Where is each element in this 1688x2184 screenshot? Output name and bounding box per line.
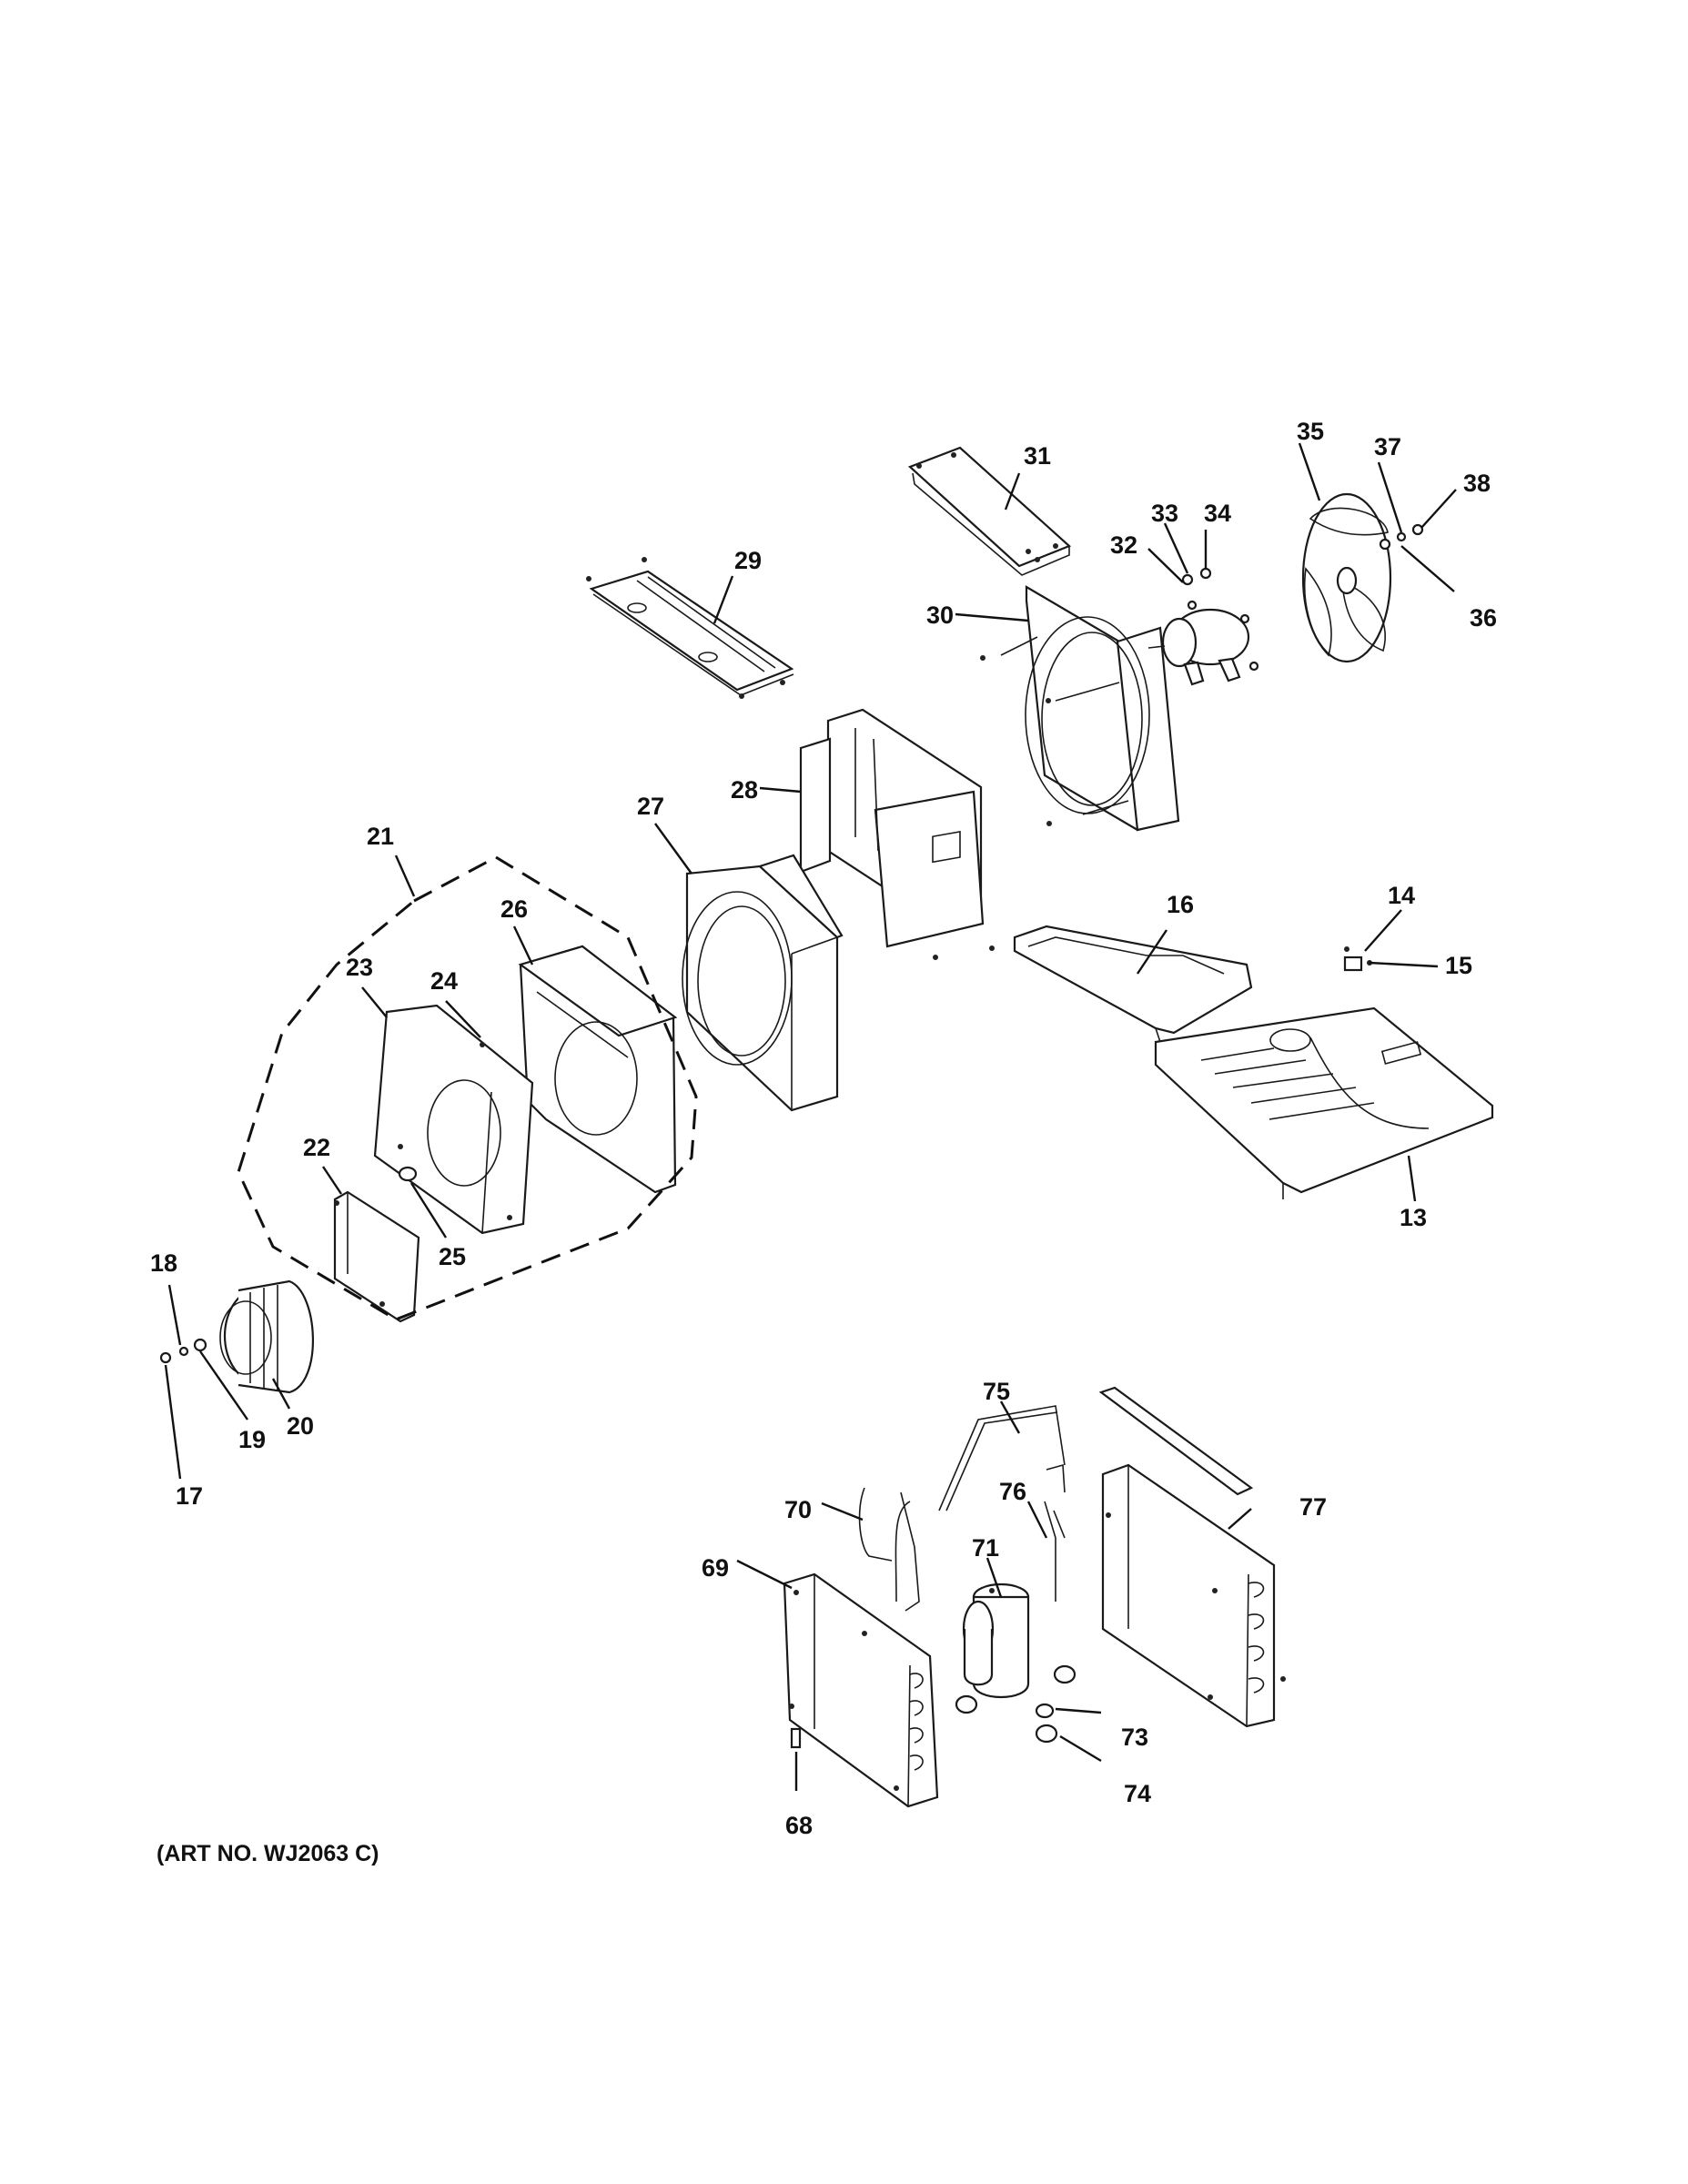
part-30-fan-shroud <box>980 585 1180 832</box>
callout-74: 74 <box>1124 1780 1151 1807</box>
callout-labels: 13 14 15 16 17 18 19 20 21 22 23 24 25 2… <box>150 418 1497 1839</box>
callout-38: 38 <box>1463 470 1491 497</box>
part-22-bracket <box>333 1190 420 1323</box>
callout-17: 17 <box>176 1482 203 1510</box>
part-23-blower-housing <box>373 1004 534 1235</box>
part-17-18-19-hardware <box>159 1338 207 1364</box>
callout-25: 25 <box>439 1243 466 1270</box>
callout-37: 37 <box>1374 433 1401 460</box>
leader-lines <box>164 442 1457 1791</box>
part-26-scroll-housing <box>518 945 678 1194</box>
callout-33: 33 <box>1151 500 1178 527</box>
callout-30: 30 <box>926 602 954 629</box>
part-21-assembly-outline <box>237 855 698 1321</box>
part-35-fan-blade <box>1301 492 1392 663</box>
part-69-condenser-coil <box>783 1572 939 1808</box>
part-13-base-pan <box>1154 1006 1494 1199</box>
callout-13: 13 <box>1400 1204 1427 1231</box>
callout-19: 19 <box>238 1426 266 1453</box>
callout-26: 26 <box>500 895 528 923</box>
callout-68: 68 <box>785 1812 813 1839</box>
part-77-evaporator-coil <box>1098 1386 1286 1728</box>
callout-28: 28 <box>731 776 758 804</box>
callout-18: 18 <box>150 1249 177 1277</box>
callout-70: 70 <box>784 1496 812 1523</box>
part-70-tube <box>858 1487 920 1612</box>
part-36-37-38-hardware <box>1379 523 1424 551</box>
part-71-compressor <box>962 1582 1030 1699</box>
callout-31: 31 <box>1024 442 1051 470</box>
part-28-control-box <box>799 708 995 960</box>
callout-76: 76 <box>999 1478 1026 1505</box>
callout-73: 73 <box>1121 1724 1148 1751</box>
callout-36: 36 <box>1470 604 1497 632</box>
callout-21: 21 <box>367 823 394 850</box>
callout-14: 14 <box>1388 882 1415 909</box>
part-25-seal <box>398 1166 418 1182</box>
callout-16: 16 <box>1167 891 1194 918</box>
callout-29: 29 <box>734 547 762 574</box>
callout-20: 20 <box>287 1412 314 1440</box>
callout-15: 15 <box>1445 952 1472 979</box>
callout-32: 32 <box>1110 531 1137 559</box>
part-27-bulkhead <box>682 854 844 1112</box>
part-76-tube <box>1044 1501 1066 1602</box>
part-20-blower-wheel <box>219 1279 314 1394</box>
callout-34: 34 <box>1204 500 1231 527</box>
art-number: (ART NO. WJ2063 C) <box>157 1841 379 1866</box>
callout-23: 23 <box>346 954 373 981</box>
callout-22: 22 <box>303 1134 330 1161</box>
callout-27: 27 <box>637 793 664 820</box>
part-73-74-grommets <box>955 1664 1076 1744</box>
callout-35: 35 <box>1297 418 1324 445</box>
part-14-15-switch <box>1343 946 1372 972</box>
part-68-plug <box>790 1727 802 1749</box>
part-75-capillary <box>938 1405 1066 1512</box>
callout-75: 75 <box>983 1378 1010 1405</box>
part-32-fan-motor <box>1147 600 1259 686</box>
callout-69: 69 <box>702 1554 729 1582</box>
part-16-drain-pan <box>1013 925 1253 1043</box>
callout-24: 24 <box>430 967 458 995</box>
part-31-top-cover <box>907 446 1072 576</box>
part-29-rail-plate <box>586 557 794 699</box>
part-24-screw <box>480 1042 485 1047</box>
callout-77: 77 <box>1299 1493 1327 1521</box>
part-33-34-hardware <box>1181 567 1212 586</box>
callout-71: 71 <box>972 1534 999 1562</box>
